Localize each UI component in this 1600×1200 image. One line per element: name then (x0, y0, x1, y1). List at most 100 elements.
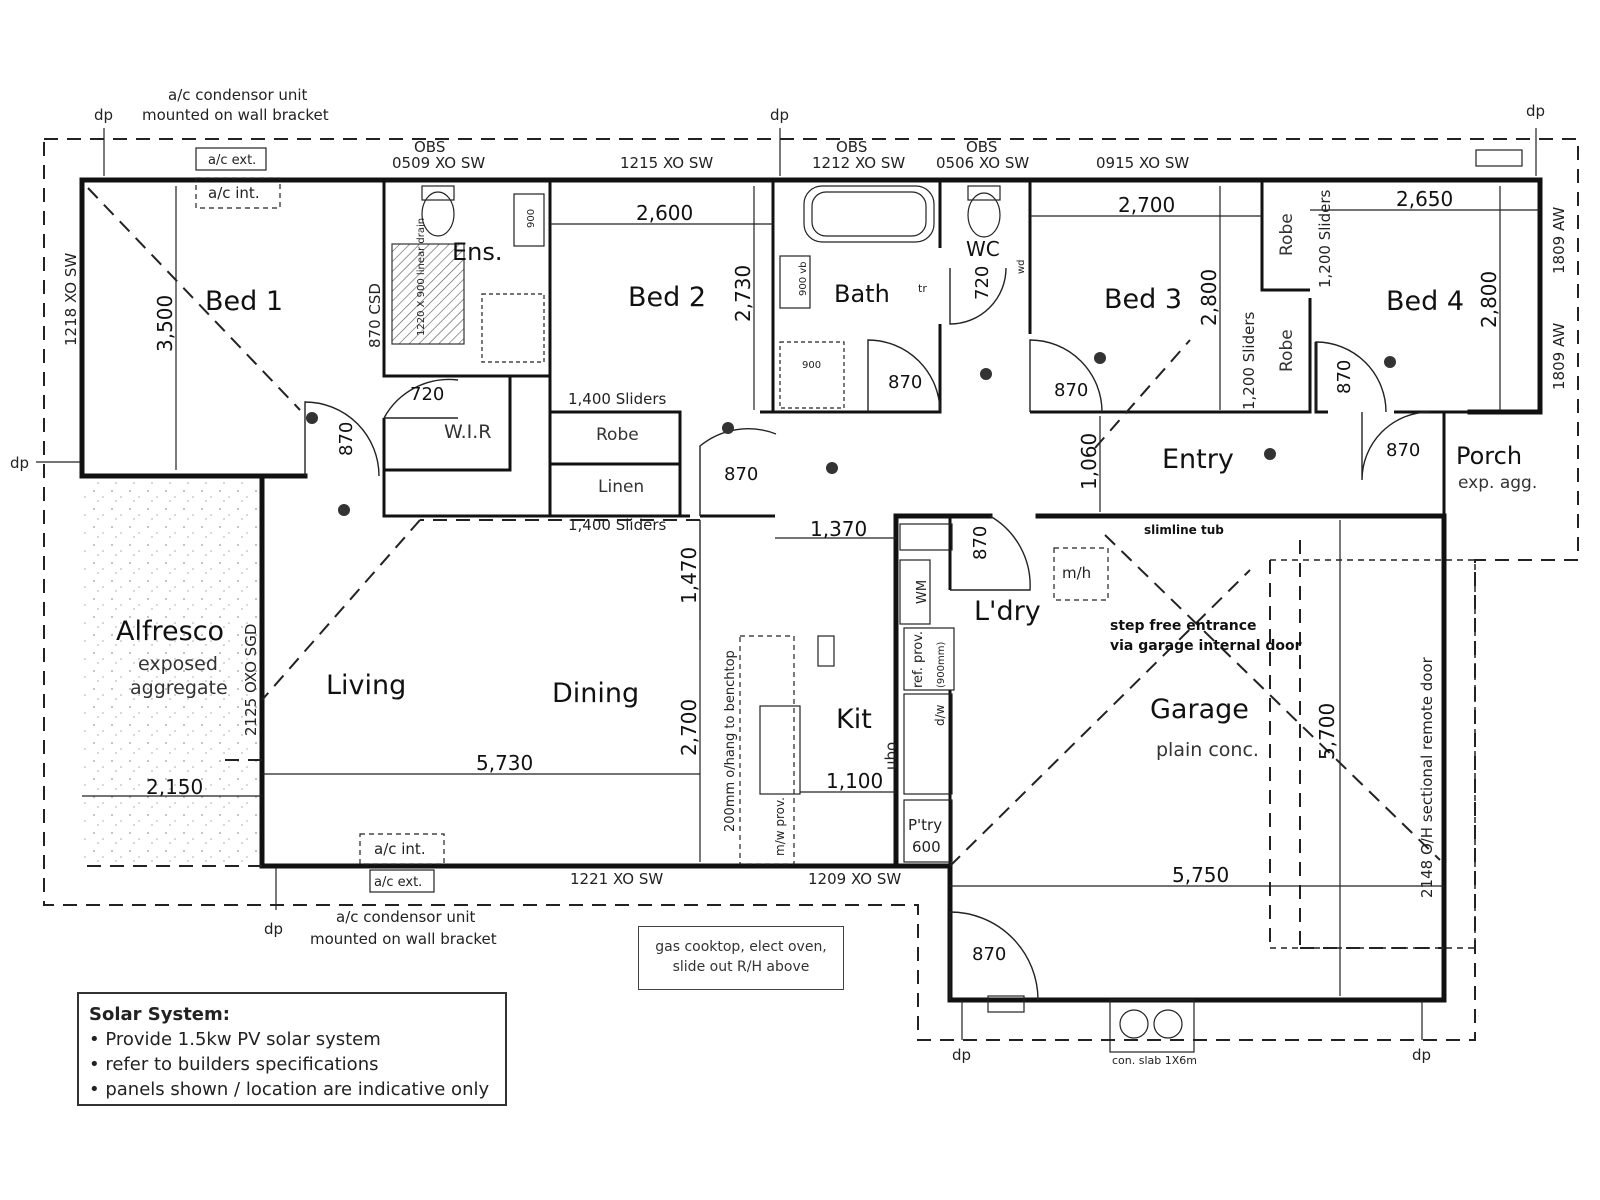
cooktop-note-line2: slide out R/H above (672, 959, 810, 975)
dim-garage-depth: 5,700 (1315, 703, 1339, 760)
dimension-labels: 3,500 2,600 2,730 2,700 2,800 2,650 2,80… (146, 187, 1501, 887)
dim-living-width: 5,730 (476, 751, 533, 775)
dp-label: dp (1526, 102, 1545, 120)
mw-prov: m/w prov. (773, 797, 787, 856)
dp-label: dp (770, 106, 789, 124)
dim-bed2-depth: 2,730 (731, 265, 755, 322)
ac-ext-bottom: a/c ext. (374, 875, 422, 890)
ref-size: (900mm) (936, 642, 947, 688)
window-dining: 1209 XO SW (808, 870, 901, 888)
sliders-linen: 1,400 Sliders (568, 516, 666, 534)
benchtop-overhang: 200mm o/hang to benchtop (723, 650, 738, 832)
dp-label: dp (94, 106, 113, 124)
dim-dining-depth: 1,470 (677, 547, 701, 604)
dim-garage-width: 5,750 (1172, 863, 1229, 887)
door-label: 870 (1386, 440, 1420, 461)
sliders-robe: 1,400 Sliders (568, 390, 666, 408)
solar-item: • refer to builders specifications (89, 1054, 379, 1075)
door-label: 870 (970, 526, 991, 560)
room-bed3: Bed 3 (1104, 284, 1182, 315)
roof-outline (43, 138, 1579, 1041)
room-pantry: P'try (908, 816, 942, 834)
dim-bed4-depth: 2,800 (1477, 271, 1501, 328)
window-bed2: 1215 XO SW (620, 154, 713, 172)
tr-label: tr (918, 282, 927, 295)
room-labels: Bed 1 Ens. W.I.R Bed 2 Robe Linen Bath W… (116, 213, 1537, 856)
door-label: 870 (336, 422, 357, 456)
door-label: 870 (1054, 380, 1088, 401)
vanity-bath: 900 vb (798, 261, 809, 296)
door-label: 870 (888, 372, 922, 393)
room-robe-bed2: Robe (596, 425, 639, 445)
room-porch-sub: exp. agg. (1458, 473, 1537, 493)
window-bed3: 0915 XO SW (1096, 154, 1189, 172)
room-robe-bed3: Robe (1277, 213, 1297, 256)
slimline-tub: slimline tub (1144, 523, 1224, 537)
ubo: ubo (882, 742, 900, 770)
room-bed4: Bed 4 (1386, 286, 1464, 317)
dimension-lines (82, 186, 1540, 996)
room-dining: Dining (552, 678, 639, 709)
dp-label: dp (1412, 1046, 1431, 1064)
dim-bed1-depth: 3,500 (153, 295, 177, 352)
ac-condensor-bot-1: a/c condensor unit (336, 908, 476, 926)
cooktop-note: gas cooktop, elect oven, slide out R/H a… (638, 926, 844, 990)
washing-machine: WM (915, 580, 930, 604)
door-label: 870 (1334, 360, 1355, 394)
window-bed4-b: 1809 AW (1550, 323, 1568, 390)
door-label: 720 (972, 266, 993, 300)
downpipes (36, 128, 1537, 1040)
cavity-sliding-door: 870 CSD (366, 283, 384, 348)
window-bath: 1212 XO SW (812, 154, 905, 172)
dim-bed4-width: 2,650 (1396, 187, 1453, 211)
step-free-1: step free entrance (1110, 618, 1257, 634)
room-bed2: Bed 2 (628, 282, 706, 313)
dim-bed3-width: 2,700 (1118, 193, 1175, 217)
obs-bath: OBS (836, 138, 867, 156)
dim-bed2-width: 2,600 (636, 201, 693, 225)
room-porch: Porch (1456, 442, 1522, 470)
room-ldry: L'dry (974, 596, 1041, 627)
room-entry: Entry (1162, 444, 1234, 475)
door-label: 870 (972, 944, 1006, 965)
dp-label: dp (10, 454, 29, 472)
room-pantry-size: 600 (912, 838, 941, 856)
solar-item: • Provide 1.5kw PV solar system (89, 1029, 381, 1050)
room-garage-sub: plain conc. (1156, 739, 1259, 761)
sliding-glass-door: 2125 OXO SGD (242, 624, 260, 736)
dim-entry-depth: 1,060 (1077, 433, 1101, 490)
light-points (306, 352, 1396, 516)
sliders-bed3: 1,200 Sliders (1240, 312, 1258, 410)
solar-item: • panels shown / location are indicative… (89, 1079, 490, 1100)
dim-living-depth: 2,700 (677, 699, 701, 756)
room-garage: Garage (1150, 694, 1249, 725)
room-bath: Bath (834, 280, 890, 308)
room-ens: Ens. (452, 238, 503, 266)
window-bed4-a: 1809 AW (1550, 207, 1568, 274)
dim-kit-width: 1,100 (826, 769, 883, 793)
room-bed1: Bed 1 (205, 286, 283, 317)
window-wc: 0506 XO SW (936, 154, 1029, 172)
dim-ldry-width: 1,370 (810, 517, 867, 541)
ceiling-lines (80, 187, 1444, 949)
window-bed1-side: 1218 XO SW (62, 253, 80, 346)
solar-title: Solar System: (89, 1004, 230, 1025)
dp-label: dp (264, 920, 283, 938)
fixtures (195, 147, 1523, 1053)
room-robe-bed3b: Robe (1277, 329, 1297, 372)
room-alfresco-sub2: aggregate (130, 677, 228, 699)
room-alfresco-sub1: exposed (138, 653, 218, 675)
ac-int-top: a/c int. (208, 184, 260, 202)
room-linen: Linen (598, 477, 644, 497)
dim-bed3-depth: 2,800 (1197, 269, 1221, 326)
doors (304, 267, 1431, 1001)
room-kit: Kit (836, 704, 872, 735)
cooktop-note-line1: gas cooktop, elect oven, (655, 939, 827, 955)
ref-prov: ref. prov. (911, 631, 926, 688)
annotations: OBS 0509 XO SW 1215 XO SW OBS 1212 XO SW… (10, 86, 1568, 1067)
dp-label: dp (952, 1046, 971, 1064)
room-living: Living (326, 670, 406, 701)
sliders-bed4: 1,200 Sliders (1316, 190, 1334, 288)
dishwasher: d/w (933, 704, 947, 726)
